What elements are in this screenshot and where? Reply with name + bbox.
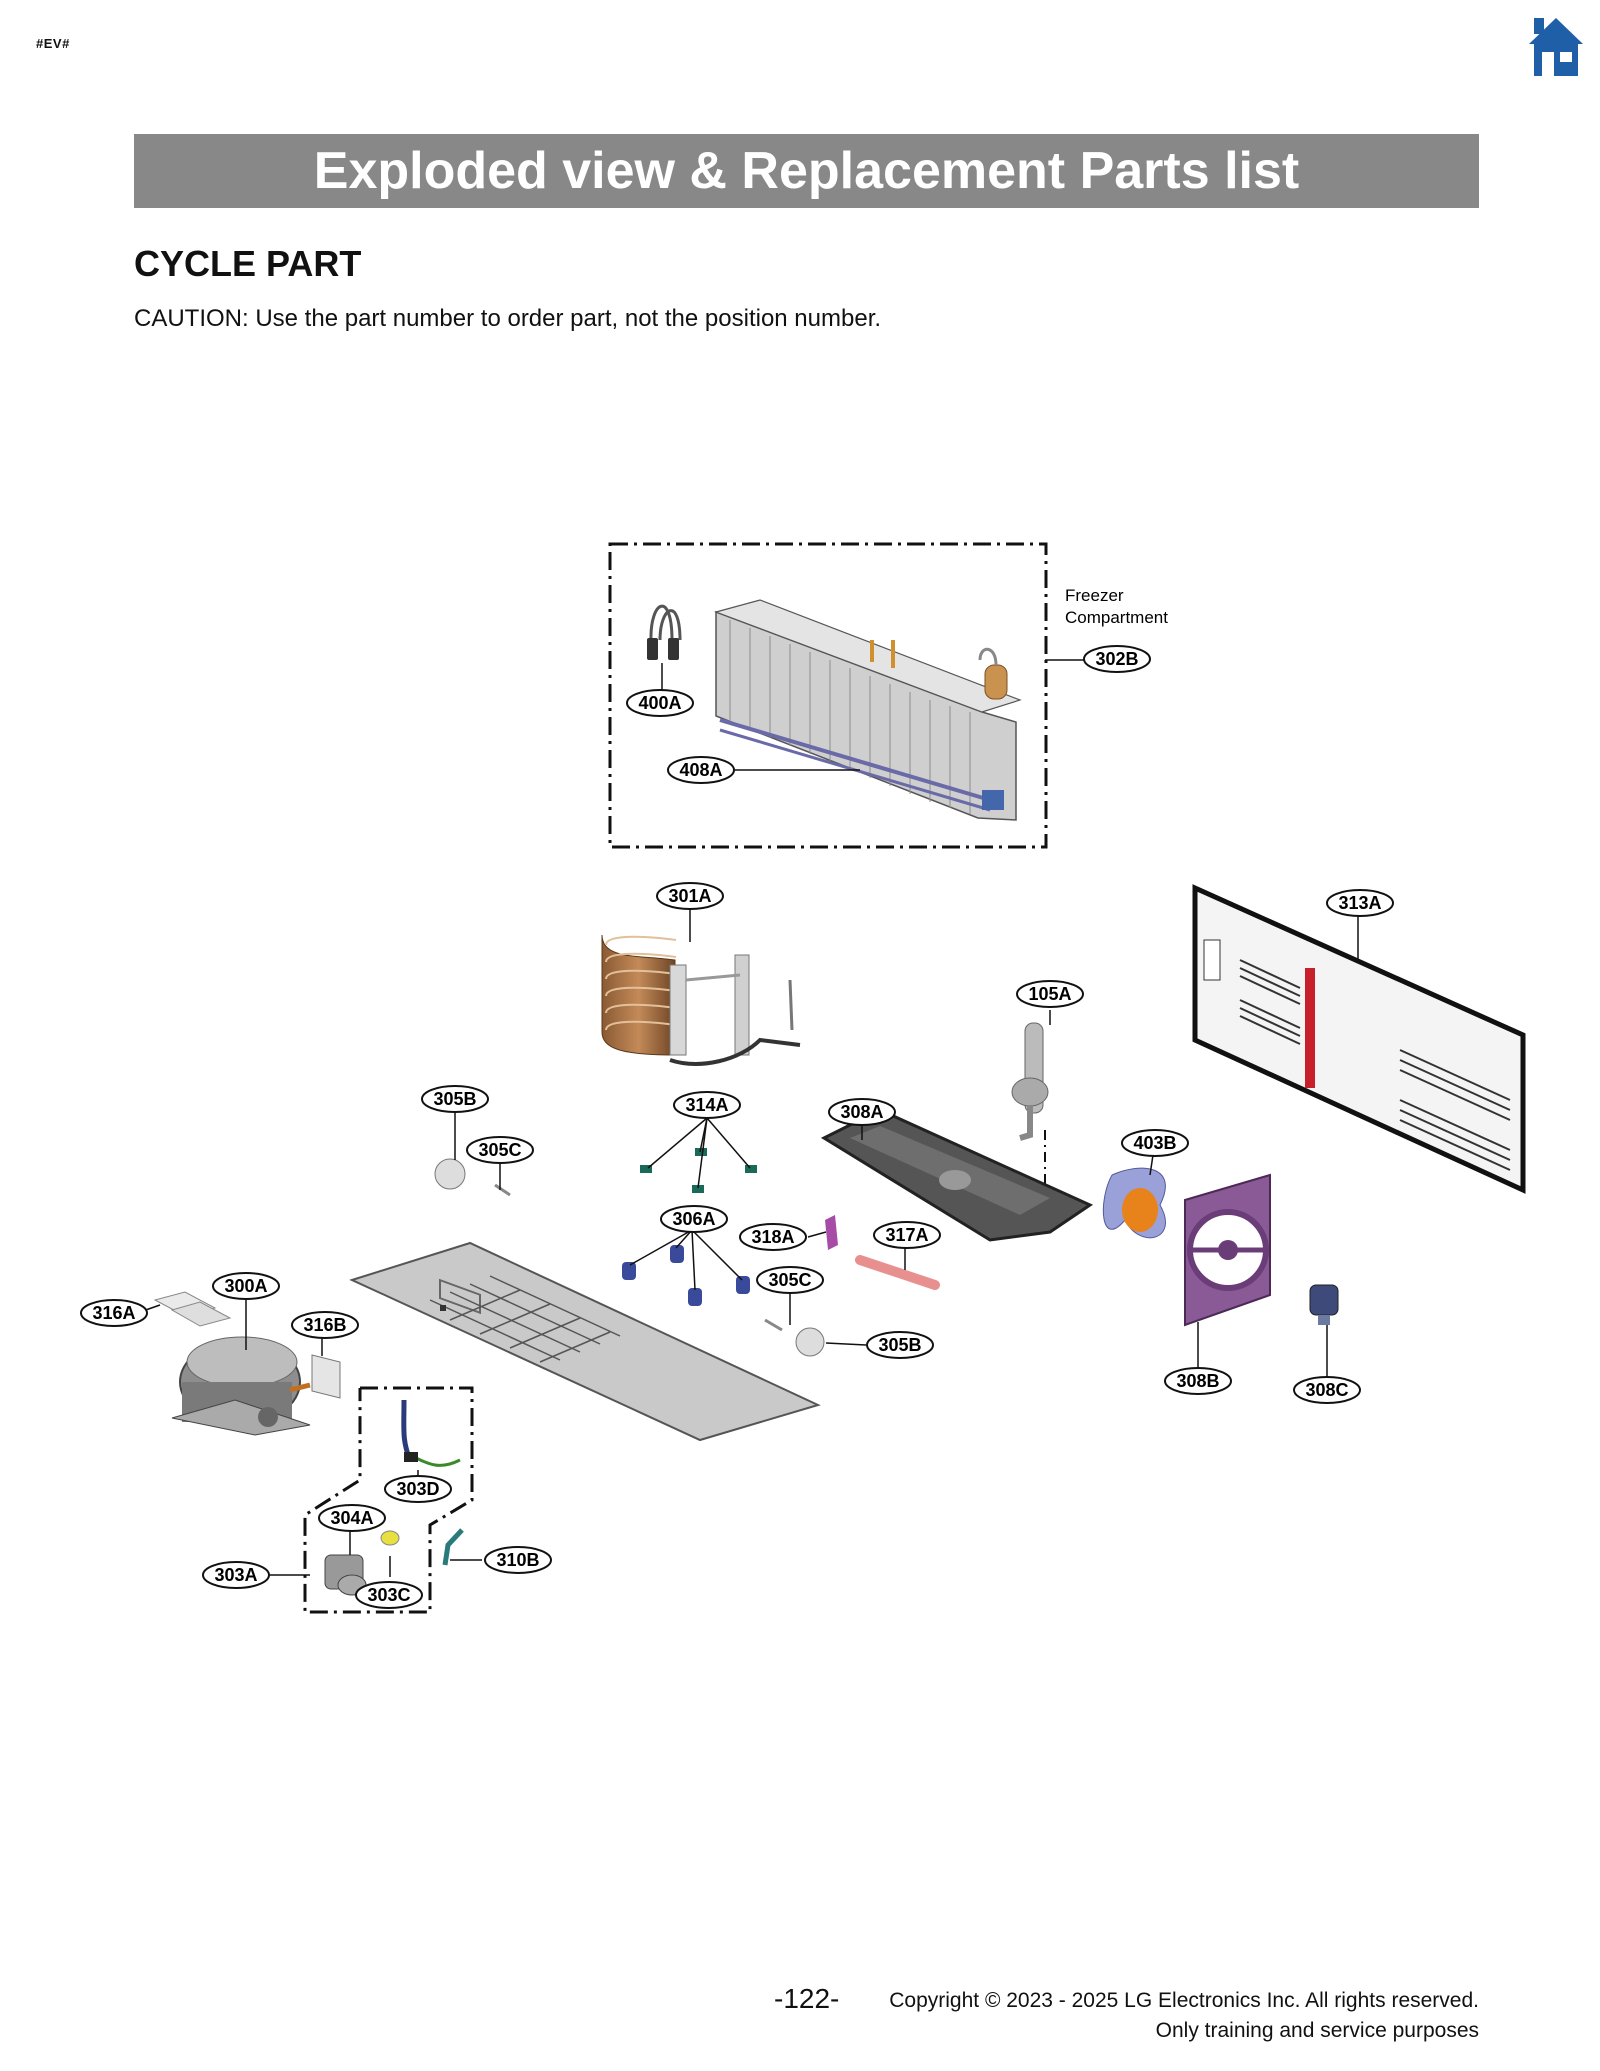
copyright-line-2: Only training and service purposes [1155,2019,1479,2042]
callout-318a-text: 318A [751,1227,794,1247]
callout-314a: 314A [673,1091,741,1119]
screw-305c-mid-part [764,1318,783,1332]
relay-group-box [303,1386,474,1614]
callout-308c-text: 308C [1305,1380,1348,1400]
callout-306a-text: 306A [672,1209,715,1229]
fan-motor-part [1309,1284,1339,1325]
pad-316a-part-b [170,1301,232,1327]
callout-316b-text: 316B [303,1315,346,1335]
callout-403b: 403B [1121,1129,1189,1157]
rear-cover-part [1192,884,1526,1194]
callout-317a-text: 317A [885,1225,928,1245]
callout-400a: 400A [626,689,694,717]
fan-bracket-part [820,1108,1094,1242]
callout-304a: 304A [318,1504,386,1532]
callout-303d-text: 303D [396,1479,439,1499]
callout-400a-text: 400A [638,693,681,713]
callout-303c-text: 303C [367,1585,410,1605]
callout-318a: 318A [739,1223,807,1251]
callout-303a: 303A [202,1561,270,1589]
callout-305b-mid: 305B [866,1331,934,1359]
drain-hose-part [1011,1022,1049,1200]
callout-303d: 303D [384,1475,452,1503]
copyright-line-1: Copyright © 2023 - 2025 LG Electronics I… [889,1989,1479,2012]
fan-shroud-part [1184,1173,1271,1327]
tube-317a-part [855,1255,940,1290]
document-tag: #EV# [36,36,70,51]
bracket-318a-part [825,1215,838,1250]
callout-303c: 303C [355,1581,423,1609]
callout-300a-text: 300A [224,1276,267,1296]
callout-408a-text: 408A [679,760,722,780]
page-number: -122- [774,1983,840,2014]
callout-302b: 302B [1083,645,1151,673]
cap-303c-part [380,1530,400,1546]
callout-105a: 105A [1016,980,1084,1008]
callout-316a: 316A [80,1299,148,1327]
callout-305b-top-text: 305B [433,1089,476,1109]
callout-308c: 308C [1293,1376,1361,1404]
callout-306a: 306A [660,1205,728,1233]
callout-301a: 301A [656,882,724,910]
callout-305c-mid: 305C [756,1266,824,1294]
damper-305b-top-part [434,1158,466,1190]
grommet-306a-part [622,1245,750,1306]
callout-314a-text: 314A [685,1095,728,1115]
callout-316b: 316B [291,1311,359,1339]
callout-304a-text: 304A [330,1508,373,1528]
callout-305c-top-text: 305C [478,1140,521,1160]
relay-304a-part [324,1554,367,1596]
callout-305c-top: 305C [466,1136,534,1164]
callout-305b-mid-text: 305B [878,1335,921,1355]
callout-308b-text: 308B [1176,1371,1219,1391]
freezer-compartment-box [608,542,1048,849]
page-title: Exploded view & Replacement Parts list [313,142,1300,200]
callout-316a-text: 316A [92,1303,135,1323]
callout-308b: 308B [1164,1367,1232,1395]
fan-blade-part [1102,1167,1166,1239]
leader-lines [139,659,1359,1577]
callout-300a: 300A [212,1272,280,1300]
evaporator-part [714,599,1022,821]
clip-314a-part [640,1148,757,1193]
machine-room-base-part [349,1241,821,1442]
callout-317a: 317A [873,1221,941,1249]
section-title: CYCLE PART [134,243,362,284]
callout-301a-text: 301A [668,886,711,906]
callout-105a-text: 105A [1028,984,1071,1004]
callout-313a: 313A [1326,889,1394,917]
compressor-part [171,1336,311,1436]
screw-305c-top-part [494,1183,511,1197]
defrost-part-400a [647,604,682,660]
callout-308a-text: 308A [840,1102,883,1122]
freezer-label-line1: Freezer [1065,586,1124,605]
callout-408a: 408A [667,756,735,784]
wire-harness-303d-part [401,1399,461,1467]
callout-313a-text: 313A [1338,893,1381,913]
callout-305c-mid-text: 305C [768,1270,811,1290]
callout-310b: 310B [484,1546,552,1574]
caution-note: CAUTION: Use the part number to order pa… [134,305,882,332]
callout-308a: 308A [828,1098,896,1126]
callout-310b-text: 310B [496,1550,539,1570]
freezer-label-line2: Compartment [1065,608,1168,627]
callout-303a-text: 303A [214,1565,257,1585]
callout-305b-top: 305B [421,1085,489,1113]
home-icon[interactable] [1528,16,1584,78]
damper-305b-mid-part [795,1327,825,1357]
callout-302b-text: 302B [1095,649,1138,669]
callout-403b-text: 403B [1133,1133,1176,1153]
pipe-310b-part [442,1528,464,1566]
pad-316b-part [311,1354,341,1399]
copyright-notice: Copyright © 2023 - 2025 LG Electronics I… [889,1986,1479,2046]
condenser-part [601,934,801,1066]
page-title-bar: Exploded view & Replacement Parts list [134,134,1479,208]
